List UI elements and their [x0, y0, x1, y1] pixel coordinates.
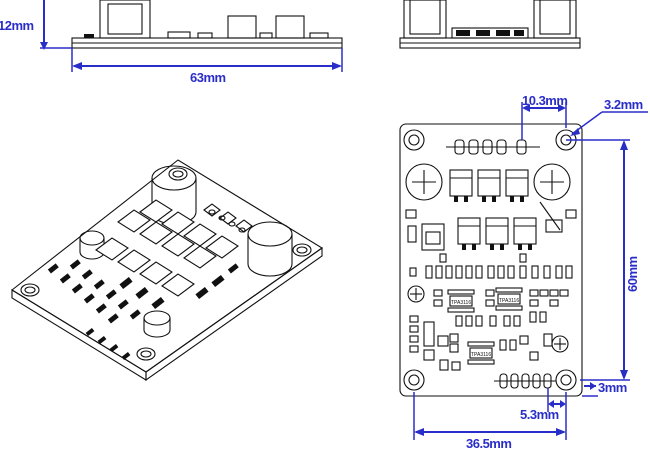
- dim-label-hole-span: 36.5mm: [466, 436, 511, 451]
- isometric-view: [11, 159, 324, 382]
- side-component-b: [275, 15, 305, 39]
- dim-side-length: 63mm: [71, 48, 343, 85]
- iso-capacitor-2: [247, 221, 293, 277]
- iso-smd-chips: [47, 259, 239, 361]
- dim-label-hole-spacing: 10.3mm: [522, 93, 567, 108]
- chip-u2: TPA3116: [495, 287, 523, 311]
- dim-label-edge-offset: 3mm: [598, 380, 627, 395]
- dim-pin-offset: 5.3mm: [520, 388, 567, 422]
- top-resistor-row: [409, 253, 573, 279]
- iso-components: [95, 199, 253, 297]
- chip-u3: TPA3116: [467, 341, 495, 365]
- mount-hole-bottom-left: [403, 369, 425, 391]
- trimmer-right: [551, 335, 569, 353]
- chip-u3-label: TPA3116: [471, 352, 491, 358]
- dim-hole-span: 36.5mm: [413, 392, 567, 451]
- top-capacitor-right: [533, 163, 571, 201]
- iso-pin-header: [208, 209, 246, 233]
- top-pin-header: [446, 139, 540, 155]
- board-outline: [399, 123, 583, 397]
- iso-small-capacitor-2: [143, 310, 171, 338]
- side-capacitor: [99, 0, 151, 39]
- dim-board-height: 60mm: [566, 139, 640, 381]
- dim-label-hole-diameter: 3.2mm: [604, 97, 643, 112]
- dim-edge-offset: 3mm: [582, 380, 627, 397]
- side-component-a: [227, 15, 257, 39]
- dim-hole-spacing: 10.3mm: [521, 93, 568, 140]
- side-view-left: [71, 0, 343, 49]
- iso-small-capacitor-1: [79, 230, 105, 260]
- chip-u1-label: TPA3116: [451, 300, 471, 306]
- dim-label-board-height: 60mm: [625, 256, 640, 292]
- mount-hole-bottom-right: [555, 369, 577, 391]
- dim-label-pin-offset: 5.3mm: [520, 407, 559, 422]
- side-view-right: [399, 0, 581, 49]
- chip-u1: TPA3116: [447, 289, 475, 313]
- dim-side-height: 12mm: [0, 0, 72, 50]
- top-view-board: TPA3116 TPA3116 TPA3116: [399, 123, 583, 397]
- chip-u2-label: TPA3116: [499, 298, 519, 304]
- dim-label-side-height: 12mm: [0, 18, 34, 33]
- dim-hole-diameter: 3.2mm: [570, 97, 648, 136]
- top-capacitor-left: [405, 163, 443, 201]
- dim-label-side-length: 63mm: [190, 70, 226, 85]
- bottom-pin-header: [494, 373, 556, 389]
- top-inductors-row1: [449, 169, 529, 202]
- mount-hole-top-left: [403, 129, 425, 151]
- top-smd-parts: [409, 289, 569, 371]
- iso-board: [11, 159, 324, 373]
- top-inductors-row2: [407, 217, 563, 251]
- trimmer-left: [407, 285, 425, 303]
